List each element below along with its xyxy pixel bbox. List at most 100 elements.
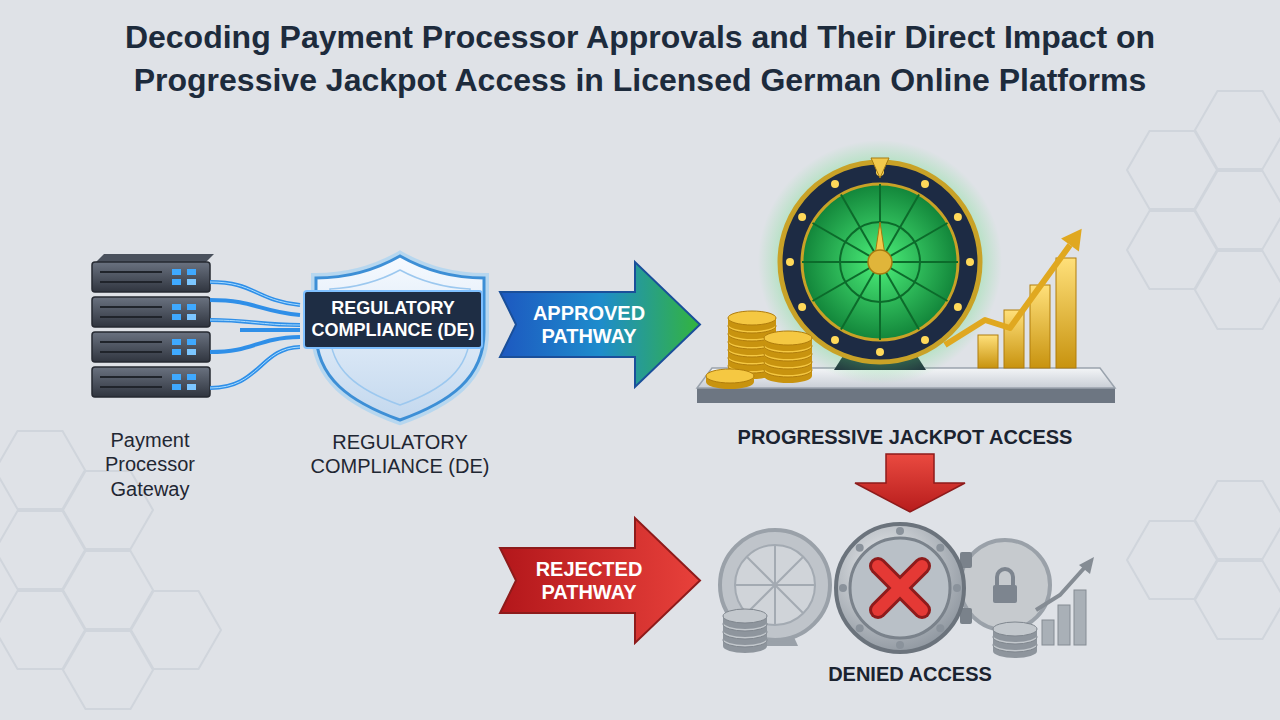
denied-illustration xyxy=(878,566,922,610)
approved-arrow: APPROVED PATHWAY xyxy=(500,262,700,387)
jackpot-illustration xyxy=(871,158,889,178)
denied-illustration xyxy=(720,530,830,640)
denied-illustration xyxy=(1079,557,1094,574)
jackpot-illustration xyxy=(798,213,806,221)
jackpot-illustration xyxy=(954,303,962,311)
background-hexagons xyxy=(1127,521,1217,599)
denied-illustration xyxy=(856,624,864,632)
denied-illustration xyxy=(896,527,904,535)
server-icon xyxy=(96,254,214,262)
denied-illustration xyxy=(878,566,922,610)
jackpot-illustration xyxy=(813,223,948,301)
denied-illustration xyxy=(836,524,964,652)
arrow-body xyxy=(500,518,700,643)
jackpot-illustration xyxy=(945,245,1070,345)
background-hexagons xyxy=(0,591,85,669)
denied-illustration xyxy=(1042,620,1054,645)
server-icon xyxy=(92,332,210,362)
denied-illustration xyxy=(723,609,767,629)
jackpot-illustration xyxy=(758,140,1002,384)
background-hexagons xyxy=(63,631,153,709)
jackpot-illustration xyxy=(921,336,929,344)
jackpot-illustration xyxy=(802,184,958,340)
denied-illustration xyxy=(936,624,944,632)
network-wires xyxy=(210,347,300,388)
jackpot-illustration xyxy=(966,258,974,266)
jackpot-illustration xyxy=(697,388,1115,403)
network-wires xyxy=(210,300,300,315)
denied-illustration xyxy=(839,527,961,649)
denied-illustration xyxy=(747,557,803,613)
background-hexagons xyxy=(1127,131,1217,209)
wire-connector xyxy=(240,328,300,332)
background-hexagons xyxy=(1195,481,1280,559)
rejected-arrow: REJECTED PATHWAY xyxy=(500,518,700,643)
node-label: Payment Processor Gateway xyxy=(80,428,220,501)
jackpot-illustration xyxy=(697,140,1115,403)
server-icon xyxy=(92,367,210,397)
jackpot-illustration xyxy=(831,180,839,188)
background-hexagons xyxy=(1195,251,1280,329)
denied-illustration xyxy=(896,641,904,649)
denied-illustration xyxy=(960,540,1050,630)
denied-illustration xyxy=(878,566,922,610)
jackpot-illustration xyxy=(831,336,839,344)
background-hexagons xyxy=(0,431,85,509)
background-hexagons xyxy=(0,511,85,589)
jackpot-illustration xyxy=(840,222,920,302)
block-arrow xyxy=(855,454,965,512)
denied-illustration xyxy=(878,566,922,610)
background-hexagons xyxy=(1195,171,1280,249)
jackpot-illustration xyxy=(786,168,974,356)
denied-node: DENIED ACCESS xyxy=(720,512,1100,691)
background-hexagons xyxy=(1195,561,1280,639)
jackpot-illustration xyxy=(876,348,884,356)
server-icon xyxy=(92,254,214,397)
jackpot-illustration xyxy=(764,331,812,351)
denied-illustration xyxy=(993,585,1017,603)
denied-illustration xyxy=(993,622,1037,642)
denied-illustration xyxy=(747,557,803,613)
arrow-label: REJECTED PATHWAY xyxy=(514,558,664,604)
server-icon xyxy=(92,262,210,292)
denied-illustration xyxy=(878,566,922,610)
jackpot-node: PROGRESSIVE JACKPOT ACCESS xyxy=(690,140,1120,454)
denied-illustration xyxy=(1058,605,1070,645)
jackpot-illustration xyxy=(706,369,754,389)
jackpot-illustration xyxy=(728,311,776,331)
shield-badge-text: REGULATORY COMPLIANCE (DE) xyxy=(303,290,483,349)
jackpot-illustration xyxy=(706,311,812,389)
jackpot-illustration xyxy=(954,213,962,221)
jackpot-illustration xyxy=(841,195,919,330)
network-wires xyxy=(210,320,300,325)
node-label: DENIED ACCESS xyxy=(720,662,1100,686)
node-label: REGULATORY COMPLIANCE (DE) xyxy=(300,430,500,479)
arrow-label: APPROVED PATHWAY xyxy=(514,302,664,348)
jackpot-illustration xyxy=(868,250,892,274)
jackpot-illustration xyxy=(1056,258,1076,368)
jackpot-illustration xyxy=(780,162,980,362)
denied-illustration xyxy=(936,544,944,552)
network-wires xyxy=(210,282,300,305)
background-hexagons xyxy=(63,551,153,629)
background-hexagons xyxy=(1195,91,1280,169)
background-hexagons xyxy=(131,591,221,669)
network-wires xyxy=(210,347,300,388)
denied-illustration xyxy=(997,569,1013,585)
gateway-node: Payment Processor Gateway xyxy=(60,250,240,506)
denied-illustration xyxy=(953,584,961,592)
denied-illustration xyxy=(1074,590,1086,645)
jackpot-illustration xyxy=(921,180,929,188)
compliance-shield: REGULATORY COMPLIANCE (DE) REGULATORY COM… xyxy=(300,250,500,483)
arrow-body xyxy=(500,262,700,387)
server-icon xyxy=(92,297,210,327)
jackpot-illustration xyxy=(798,303,806,311)
jackpot-illustration xyxy=(978,335,998,368)
jackpot-illustration xyxy=(802,184,958,340)
network-wires xyxy=(210,320,300,325)
background-hexagons xyxy=(1127,211,1217,289)
node-label: PROGRESSIVE JACKPOT ACCESS xyxy=(690,425,1120,449)
diagram-title: Decoding Payment Processor Approvals and… xyxy=(30,16,1250,102)
denied-illustration xyxy=(720,524,1094,658)
